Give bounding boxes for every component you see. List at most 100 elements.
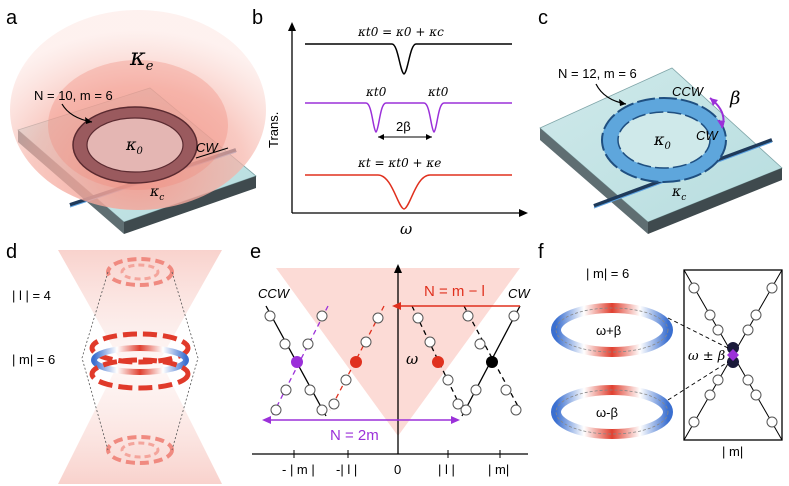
panel-f-split-lower [727,356,739,368]
panel-e-point [316,404,328,416]
panel-e-point [508,310,520,322]
panel-f-x-label: | m| [722,444,743,459]
panel-c: c N = 12, m = 6 CCW CW β κ0 κc [538,7,783,234]
panel-b-splitting-arrowhead-right [426,134,432,140]
panel-b-x-label: ω [400,220,412,238]
panel-f-point [750,389,762,401]
panel-a-ring-inner [86,117,184,173]
panel-d-bottom-vortex-inner [120,441,160,459]
panel-d-l-label: | l | = 4 [12,288,51,303]
panel-c-cw-label: CW [696,128,719,143]
panel-a: a N = 10, m = 6 κe κ0 κc CW [6,7,266,234]
panel-f-point [766,416,778,428]
panel-f-split-upper [727,342,739,354]
panel-a-cw-arrow [195,147,229,159]
panel-a-slab-front-right [124,176,256,234]
panel-f-point [688,282,700,294]
panel-e: e - | m | -| l | 0 | l | | m| [250,241,531,477]
panel-e-xtick-0: - | m | [282,462,315,477]
panel-e-point [452,398,464,410]
panel-e-mode-points [264,310,522,416]
panel-e-point-cw-filled [486,356,498,368]
panel-e-point [328,398,340,410]
panel-e-point [340,374,352,386]
panel-e-n-top-arrowhead [392,302,401,310]
panel-d-guide-left [81,271,109,451]
panel-e-point [470,384,482,396]
panel-f-point [688,416,700,428]
panel-f-connector-lower [667,361,729,401]
panel-f-point [712,374,724,386]
panel-e-point [302,338,314,350]
panel-d-guide-right [171,271,199,451]
panel-c-mode-arrowhead [619,99,626,106]
panel-a-kappa-e: κe [129,43,154,74]
panel-e-y-arrowhead [394,264,402,273]
panel-e-omega-label: ω [406,350,418,368]
panel-e-point [280,384,292,396]
panel-c-kappa-0: κ0 [653,130,672,152]
panel-c-ccw-label: CCW [672,84,705,99]
panel-f-upper-ring-outline [555,307,669,353]
panel-e-ccw-label: CCW [258,286,291,301]
panel-f-split-marker-up [727,349,739,355]
panel-a-kappa-0: κ0 [125,135,144,157]
panel-e-label: e [250,241,261,263]
panel-c-beta-label: β [729,88,740,109]
panel-c-beta-arrowhead-top [710,98,718,106]
panel-e-point [442,374,454,386]
panel-e-point [424,336,436,348]
panel-e-n-bottom-label: N = 2m [330,427,379,444]
panel-b-y-label: Trans. [266,112,281,148]
panel-c-kappa-c: κc [671,184,686,203]
panel-e-point [304,384,316,396]
panel-b: b Trans. ω κt0 = κ0 + κc κt0 κt0 2β κt =… [252,7,528,238]
panel-e-point [474,338,486,350]
panel-e-xtick-1: -| l | [336,462,357,477]
panel-d-ring-blue-red [91,345,189,375]
panel-a-cw-label: CW [196,140,219,155]
panel-a-kappa-c: κc [149,184,164,203]
panel-d-ring-field-upper [89,331,191,365]
panel-b-splitting-label: 2β [396,119,411,134]
panel-e-point [279,338,291,350]
panel-f-point [704,389,716,401]
panel-b-curve-1 [305,43,512,75]
panel-f-point [704,309,716,321]
panel-f-point [742,374,754,386]
panel-c-mode-label: N = 12, m = 6 [558,66,637,81]
panel-f-lower-ring-outline [555,389,669,435]
panel-e-ccw-dashed [271,305,329,417]
panel-b-x-arrowhead [519,209,528,217]
panel-c-label: c [538,7,548,29]
panel-f-m-label: | m| = 6 [586,266,629,281]
panel-e-xtick-3: | l | [438,462,455,477]
panel-e-xtick-4: | m| [488,462,509,477]
panel-e-x-ticks [293,450,501,458]
panel-f-point [712,324,724,336]
panel-e-point [372,312,384,324]
panel-e-point [360,336,372,348]
panel-c-beta-arrowhead-bottom [717,120,725,128]
panel-f-label: f [538,241,544,263]
panel-b-curve-2-label-left: κt0 [365,85,387,99]
panel-e-point-red-right [432,356,444,368]
panel-e-point [510,404,522,416]
panel-f-split-marker-down [727,355,739,361]
panel-d-cone [58,250,222,484]
panel-e-point [462,310,474,322]
panel-f-omega-pm-label: ω ± β [688,349,725,364]
panel-e-point [316,310,328,322]
panel-f-point [766,282,778,294]
panel-b-label: b [252,7,263,29]
panel-f-point [742,324,754,336]
panel-c-slab-front-left [540,128,648,234]
panel-d-ring-field-lower [89,357,191,391]
panel-e-n-bottom-arrowhead-left [262,416,271,424]
panel-e-cw-label: CW [508,286,531,301]
panel-e-point [270,404,282,416]
panel-e-n-top-label: N = m − l [424,283,485,300]
panel-d-top-vortex-inner [120,263,160,281]
panel-a-mode-arrowhead [85,117,92,124]
